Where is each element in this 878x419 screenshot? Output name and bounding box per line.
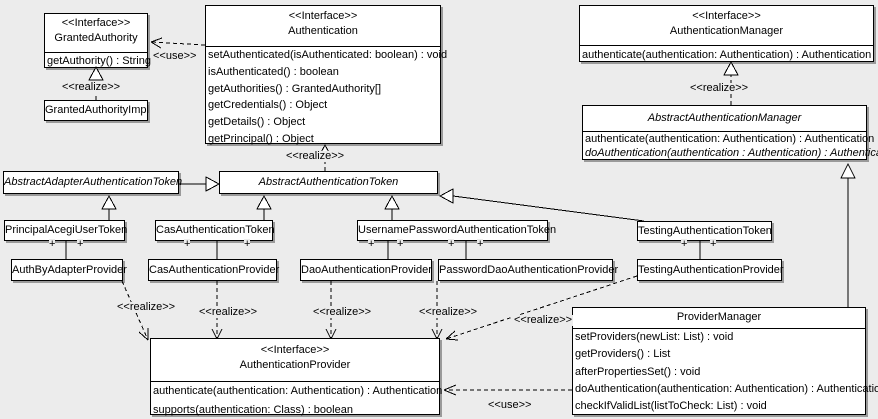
- realize-label: <<realize>>: [513, 314, 574, 326]
- class-name: PrincipalAcegiUserToken: [5, 224, 128, 236]
- class-authentication-manager: <<Interface>> AuthenticationManager auth…: [579, 5, 874, 62]
- method-label: doAuthentication(authentication: Authent…: [575, 382, 878, 395]
- class-abstract-authentication-token: AbstractAuthenticationToken: [219, 171, 438, 194]
- stereotype-label: <<Interface>>: [61, 17, 131, 29]
- class-name: GrantedAuthorityImpl: [45, 104, 149, 116]
- generalization-cas-to-token: [256, 194, 272, 220]
- class-principal-acegi-user-token: PrincipalAcegiUserToken: [4, 220, 128, 241]
- class-name: TestingAuthenticationToken: [638, 225, 772, 237]
- class-authentication: <<Interface>> Authentication setAuthenti…: [205, 5, 448, 145]
- realize-label: <<realize>>: [61, 81, 122, 93]
- realize-label: <<realize>>: [285, 150, 346, 162]
- method-label: getProviders() : List: [575, 348, 671, 361]
- association-end-plus: +: [397, 238, 404, 250]
- class-name: AbstractAuthenticationToken: [258, 176, 399, 188]
- class-name: TestingAuthenticationProvider: [638, 264, 784, 276]
- use-label: <<use>>: [152, 50, 198, 62]
- method-label: getDetails() : Object: [208, 116, 306, 129]
- class-name: ProviderManager: [676, 311, 762, 323]
- association-end-plus: +: [448, 238, 455, 250]
- stereotype-label: <<Interface>>: [692, 10, 761, 22]
- class-authentication-provider: <<Interface>> AuthenticationProvider aut…: [150, 338, 443, 416]
- association-end-plus: +: [368, 238, 375, 250]
- class-name: CasAuthenticationProvider: [149, 264, 280, 276]
- dependency-providermanager-uses-authenticationprovider: [443, 384, 572, 396]
- class-name: GrantedAuthority: [54, 32, 138, 44]
- method-label: getPrincipal() : Object: [208, 132, 314, 145]
- method-label: getAuthority() : String: [47, 55, 151, 67]
- class-dao-authentication-provider: DaoAuthenticationProvider: [300, 259, 432, 281]
- class-granted-authority: <<Interface>> GrantedAuthority getAuthor…: [44, 13, 151, 68]
- use-label: <<use>>: [487, 399, 533, 411]
- generalization-usernamepassword-to-token: [384, 194, 400, 220]
- realize-label: <<realize>>: [312, 306, 373, 318]
- class-testing-authentication-token: TestingAuthenticationToken: [637, 221, 772, 241]
- class-provider-manager: ProviderManager setProviders(newList: Li…: [572, 307, 878, 415]
- class-name: UsernamePasswordAuthenticationToken: [358, 224, 557, 236]
- association-end-plus: +: [477, 238, 484, 250]
- class-name: AbstractAdapterAuthenticationToken: [4, 176, 183, 188]
- class-name: AbstractAuthenticationManager: [647, 112, 802, 124]
- stereotype-label: <<Interface>>: [260, 344, 330, 356]
- association-end-plus: +: [184, 238, 191, 250]
- method-label: authenticate(authentication: Authenticat…: [153, 385, 443, 397]
- class-abstract-adapter-authentication-token: AbstractAdapterAuthenticationToken: [3, 171, 183, 194]
- generalization-providermanager-to-abstractmanager: [840, 162, 856, 307]
- class-username-password-authentication-token: UsernamePasswordAuthenticationToken: [357, 220, 556, 241]
- class-password-dao-authentication-provider: PasswordDaoAuthenticationProvider: [438, 259, 618, 281]
- method-label: authenticate(authentication: Authenticat…: [582, 49, 872, 61]
- class-testing-authentication-provider: TestingAuthenticationProvider: [637, 259, 784, 281]
- association-end-plus: +: [681, 238, 688, 250]
- realize-label: <<realize>>: [418, 306, 479, 318]
- class-name: AuthenticationProvider: [239, 359, 351, 371]
- realize-label: <<realize>>: [689, 82, 750, 94]
- class-cas-authentication-token: CasAuthenticationToken: [155, 220, 275, 241]
- association-end-plus: +: [244, 238, 251, 250]
- method-label: afterPropertiesSet() : void: [575, 365, 701, 378]
- class-granted-authority-impl: GrantedAuthorityImpl: [44, 100, 149, 121]
- method-label: setAuthenticated(isAuthenticated: boolea…: [208, 49, 448, 61]
- class-name: CasAuthenticationToken: [156, 224, 275, 236]
- method-label: supports(authentication: Class) : boolea…: [153, 403, 353, 416]
- class-auth-by-adapter-provider: AuthByAdapterProvider: [11, 259, 127, 281]
- method-label: doAuthentication(authentication : Authen…: [585, 147, 878, 159]
- class-name: AuthenticationManager: [669, 25, 784, 37]
- stereotype-label: <<Interface>>: [288, 10, 358, 22]
- class-name: PasswordDaoAuthenticationProvider: [439, 264, 619, 276]
- realize-label: <<realize>>: [198, 306, 259, 318]
- association-end-plus: +: [710, 238, 717, 250]
- association-end-plus: +: [77, 238, 84, 250]
- class-abstract-authentication-manager: AbstractAuthenticationManager authentica…: [582, 105, 878, 160]
- dependency-authentication-uses-grantedauthority: [150, 37, 206, 49]
- method-label: checkIfValidList(listToCheck: List) : vo…: [575, 400, 767, 413]
- association-end-plus: +: [49, 238, 56, 250]
- method-label: isAuthenticated() : boolean: [208, 65, 339, 78]
- method-label: setProviders(newList: List) : void: [575, 331, 734, 343]
- generalization-adapter-to-token: [178, 176, 221, 192]
- class-name: AuthByAdapterProvider: [12, 264, 127, 276]
- method-label: getAuthorities() : GrantedAuthority[]: [208, 82, 382, 95]
- class-name: DaoAuthenticationProvider: [301, 264, 432, 276]
- generalization-principal-to-adapter: [101, 194, 117, 220]
- class-name: Authentication: [288, 25, 358, 37]
- method-label: getCredentials() : Object: [208, 99, 328, 112]
- method-label: authenticate(authentication: Authenticat…: [585, 133, 875, 145]
- class-cas-authentication-provider: CasAuthenticationProvider: [148, 259, 280, 281]
- realize-label: <<realize>>: [116, 301, 177, 313]
- generalization-testing-to-token: [438, 188, 645, 222]
